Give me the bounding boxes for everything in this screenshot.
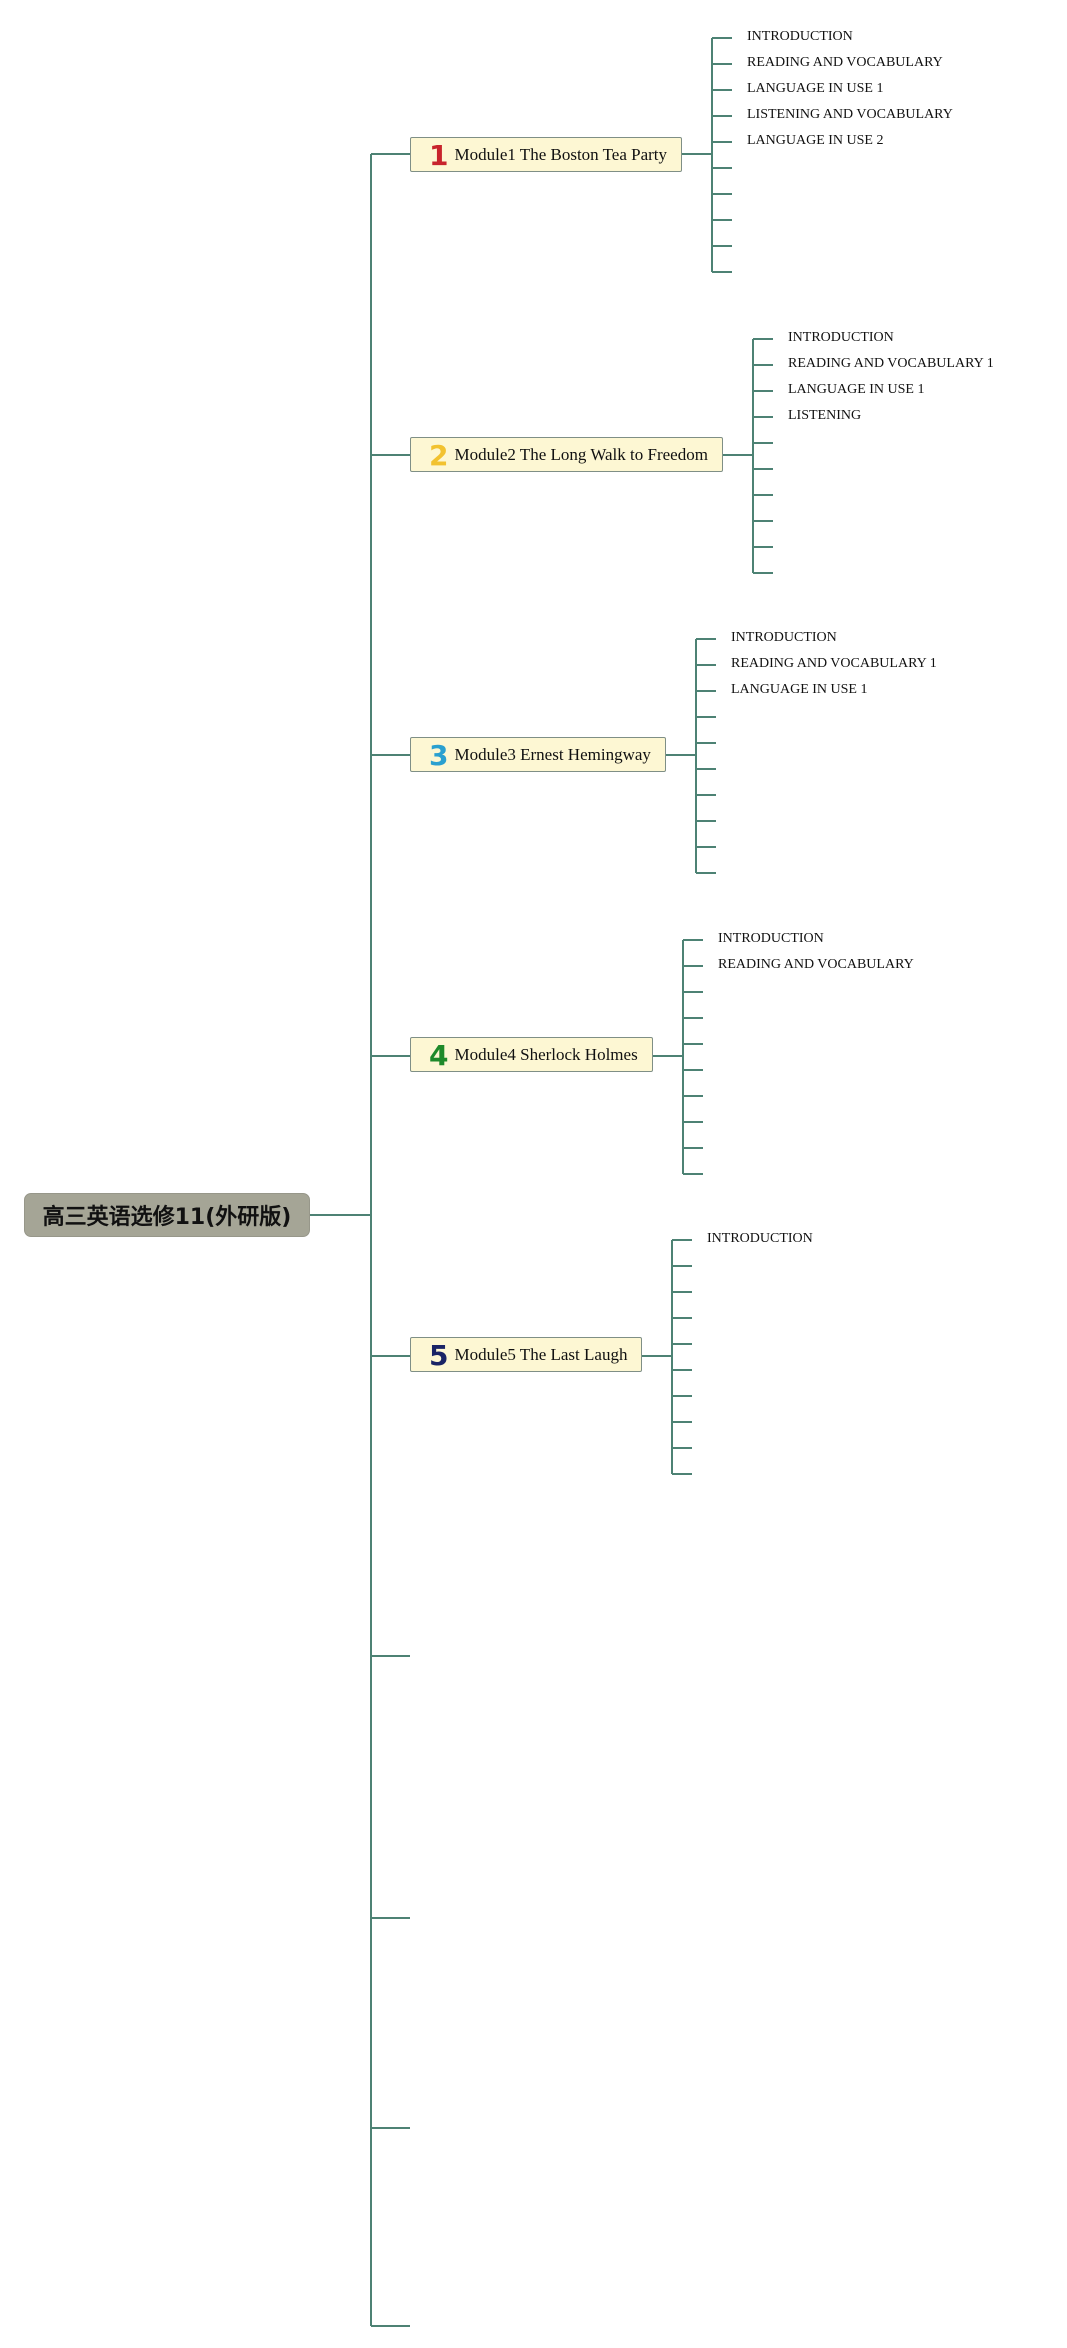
- topic-label[interactable]: INTRODUCTION: [707, 1231, 813, 1246]
- priority-4-icon: 4: [429, 1038, 449, 1072]
- topic-label[interactable]: READING AND VOCABULARY 1: [788, 356, 994, 371]
- priority-3-icon: 3: [429, 738, 449, 772]
- module-node-5[interactable]: 5 Module5 The Last Laugh: [410, 1337, 643, 1372]
- topic-label[interactable]: LANGUAGE IN USE 2: [747, 133, 884, 148]
- module-title: Module3 Ernest Hemingway: [454, 744, 651, 764]
- topic-label[interactable]: READING AND VOCABULARY: [718, 957, 914, 972]
- topic-label[interactable]: LISTENING: [788, 408, 862, 423]
- topic-label[interactable]: LISTENING AND VOCABULARY: [747, 107, 953, 122]
- module-title: Module4 Sherlock Holmes: [454, 1044, 638, 1064]
- root-topic[interactable]: 高三英语选修11(外研版): [24, 1193, 310, 1237]
- priority-1-icon: 1: [429, 138, 449, 172]
- topic-label[interactable]: READING AND VOCABULARY 1: [731, 656, 937, 671]
- topic-label[interactable]: READING AND VOCABULARY: [747, 55, 943, 70]
- topic-label[interactable]: INTRODUCTION: [731, 630, 837, 645]
- root-topic-label: 高三英语选修11(外研版): [42, 1205, 292, 1230]
- module-node-3[interactable]: 3 Module3 Ernest Hemingway: [410, 737, 666, 772]
- topic-label[interactable]: INTRODUCTION: [718, 931, 824, 946]
- topic-label[interactable]: LANGUAGE IN USE 1: [788, 382, 925, 397]
- module-title: Module2 The Long Walk to Freedom: [454, 444, 708, 464]
- module-node-1[interactable]: 1 Module1 The Boston Tea Party: [410, 137, 683, 172]
- module-title: Module1 The Boston Tea Party: [454, 144, 668, 164]
- priority-5-icon: 5: [429, 1338, 449, 1372]
- module-node-4[interactable]: 4 Module4 Sherlock Holmes: [410, 1037, 653, 1072]
- priority-2-icon: 2: [429, 438, 449, 472]
- topic-label[interactable]: INTRODUCTION: [788, 330, 894, 345]
- topic-label[interactable]: INTRODUCTION: [747, 29, 853, 44]
- topic-label[interactable]: LANGUAGE IN USE 1: [747, 81, 884, 96]
- topic-label[interactable]: LANGUAGE IN USE 1: [731, 682, 868, 697]
- module-title: Module5 The Last Laugh: [454, 1344, 628, 1364]
- module-node-2[interactable]: 2 Module2 The Long Walk to Freedom: [410, 437, 723, 472]
